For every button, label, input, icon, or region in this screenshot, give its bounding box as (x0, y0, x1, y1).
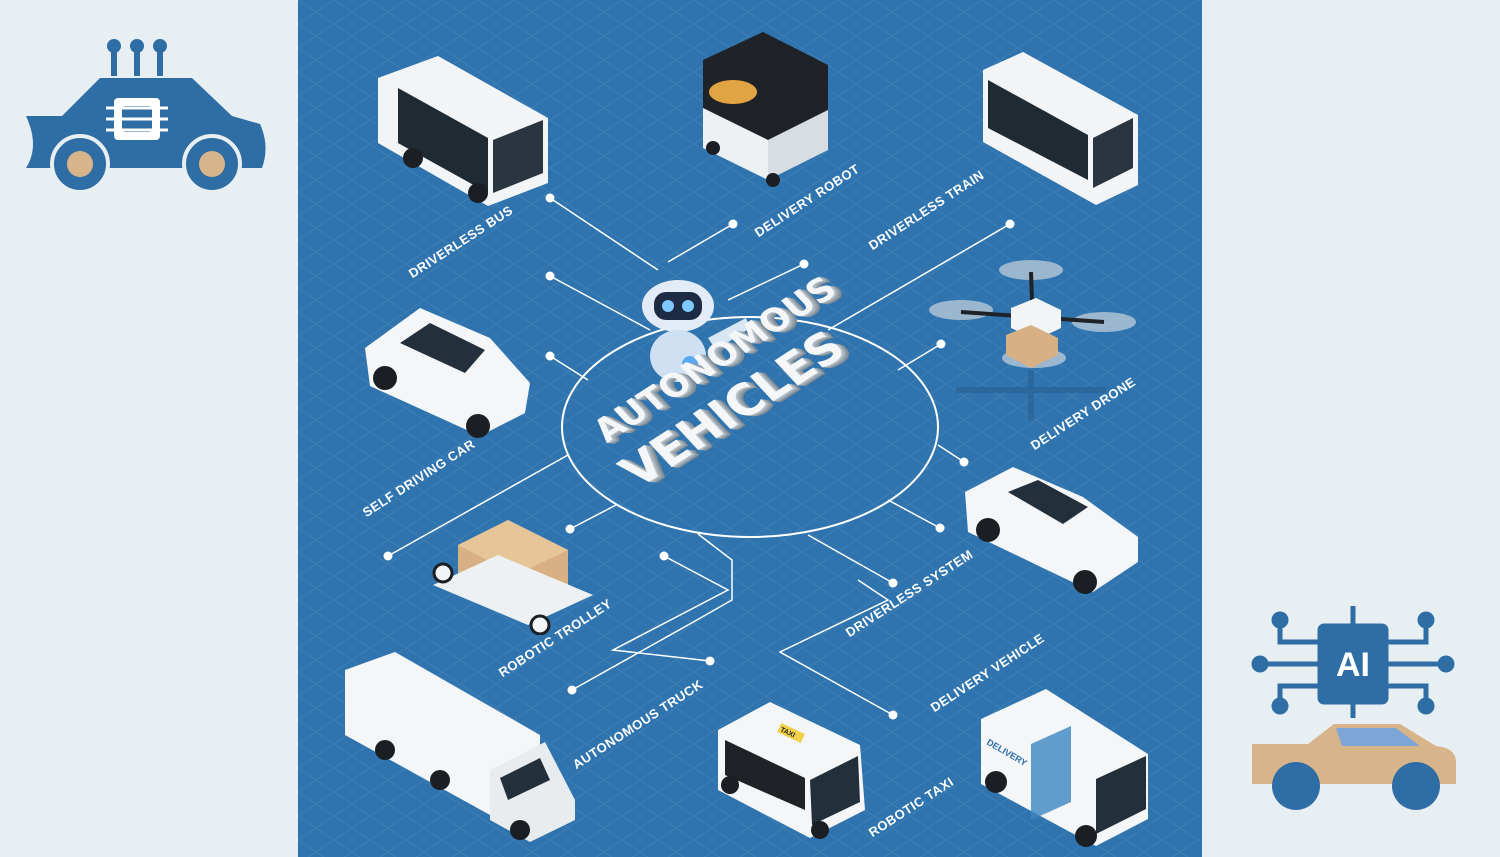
delivery-drone-illustration (929, 260, 1136, 420)
driverless-bus-illustration (378, 56, 548, 206)
driverless-system-car-illustration (965, 467, 1138, 594)
self-driving-car-illustration (365, 308, 530, 438)
ai-car-icon: AI (1251, 606, 1456, 810)
right-side-panel: AI (1202, 0, 1500, 857)
left-side-panel (0, 0, 298, 857)
robotic-trolley-illustration (432, 520, 593, 635)
driverless-train-illustration (983, 52, 1138, 205)
robotic-taxi-illustration: TAXI (718, 702, 865, 839)
delivery-vehicle-illustration: DELIVERY (981, 689, 1148, 847)
ai-badge: AI (1336, 646, 1370, 684)
autonomous-truck-illustration (345, 652, 575, 842)
robot-mascot-illustration (642, 280, 750, 382)
infographic-panel: TAXI DELIVERY AUTONOMOUS VEHICLES DRIVER… (298, 0, 1202, 857)
car-chip-icon (26, 39, 266, 194)
delivery-robot-illustration (703, 32, 828, 187)
